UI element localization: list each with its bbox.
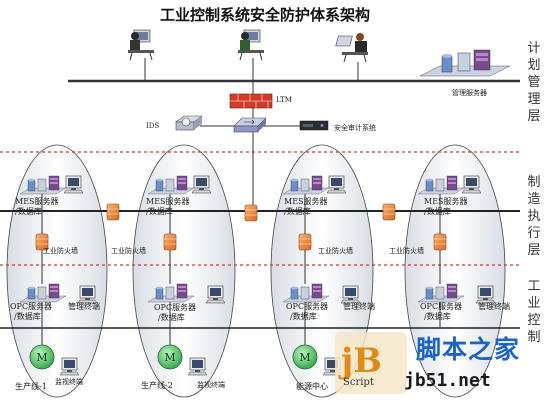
opc-server-icon [19,283,67,303]
firewall-icon [163,233,177,251]
terminal-label: 管理终端 [68,302,100,311]
mes-terminal-icon [326,175,347,194]
svg-text:M: M [164,351,175,364]
audit-label: 安全审计系统 [334,124,376,132]
watermark-site-name: 脚本之家 [416,335,521,364]
ids-icon [175,115,203,131]
svg-text:M: M [299,351,310,364]
ids-label: IDS [146,122,160,130]
site-label: 能源中心 [296,382,328,391]
motor-icon: M [157,344,183,370]
opc-server-icon [282,283,330,303]
firewall-icon [106,203,120,221]
zone-ellipse-2 [132,144,236,398]
layer-label-control: 工业控制 [527,279,541,345]
mes-label: /数据库 [284,207,311,216]
logo-subtitle: Script [343,377,374,388]
monitor-label: 监视终端 [55,378,83,386]
core-switch-icon [233,117,267,133]
motor-icon: M [292,344,318,370]
terminal-label: 管理终端 [343,302,375,311]
opc-label: OPC服务器 [286,302,329,311]
svg-text:M: M [36,351,47,364]
management-terminal-icon [475,285,496,304]
opc-label: OPC服务器 [10,302,53,311]
management-terminal-icon [340,285,361,304]
mes-label: MES服务器 [424,197,468,206]
site-label: 生产线-1 [15,382,47,391]
mgmt-server-label: 管理服务器 [452,89,487,97]
opc-server-icon [417,283,465,303]
ltm-firewall-icon [229,93,273,109]
motor-icon: M [29,344,55,370]
monitor-label: 监视终端 [197,381,225,389]
mes-label: /数据库 [15,207,42,216]
opc-label: /数据库 [290,312,317,321]
layer-label-manufacturing: 制造执行层 [527,175,541,258]
between-firewall-label: 工业防火墙 [389,247,424,255]
firewall-label: 工业防火墙 [43,247,78,255]
mes-label: MES服务器 [146,197,190,206]
opc-server-icon [147,283,195,303]
logo-letters: jB [338,341,382,381]
mes-label: MES服务器 [284,197,328,206]
terminal-label: 管理终端 [478,302,510,311]
zone-ellipses [6,144,506,398]
mes-label: MES服务器 [15,197,59,206]
firewall-icon [35,233,49,251]
opc-label: /数据库 [424,312,451,321]
mes-server-icon [19,175,67,195]
management-terminal-icon [205,285,226,304]
between-firewall-label: 工业防火墙 [111,247,146,255]
watermark-url: jb51.net [404,370,491,391]
zone-ellipse-4 [404,144,506,398]
mes-server-icon [147,175,195,195]
firewall-icon [298,233,312,251]
opc-label: OPC服务器 [420,302,463,311]
firewall-icon [382,203,396,221]
management-server-icon [419,49,511,77]
opc-label: /数据库 [14,312,41,321]
opc-label: OPC服务器 [154,303,197,312]
layer-label-planning: 计划管理层 [527,41,541,124]
monitor-terminal-icon [187,357,208,376]
site-label: 生产线-2 [141,381,173,390]
firewall-label: 工业防火墙 [318,247,353,255]
mes-label: /数据库 [424,207,451,216]
jb51-logo-icon: jB [335,332,407,394]
operator-workstation-icon [238,29,264,61]
operator-workstation-icon [128,29,154,61]
mes-label: /数据库 [146,207,173,216]
mes-terminal-icon [191,175,212,194]
firewall-icon [244,204,258,222]
mes-terminal-icon [63,175,84,194]
diagram-title: 工业控制系统安全防护体系架构 [159,6,370,24]
opc-label: /数据库 [158,313,185,322]
mes-terminal-icon [461,175,482,194]
audit-system-icon [299,120,329,131]
ltm-label: LTM [276,96,292,104]
zone-ellipse-1 [6,144,108,398]
operator-workstation-icon [335,33,368,63]
monitor-terminal-icon [59,357,80,376]
firewall-icon [433,233,447,251]
management-terminal-icon [77,285,98,304]
